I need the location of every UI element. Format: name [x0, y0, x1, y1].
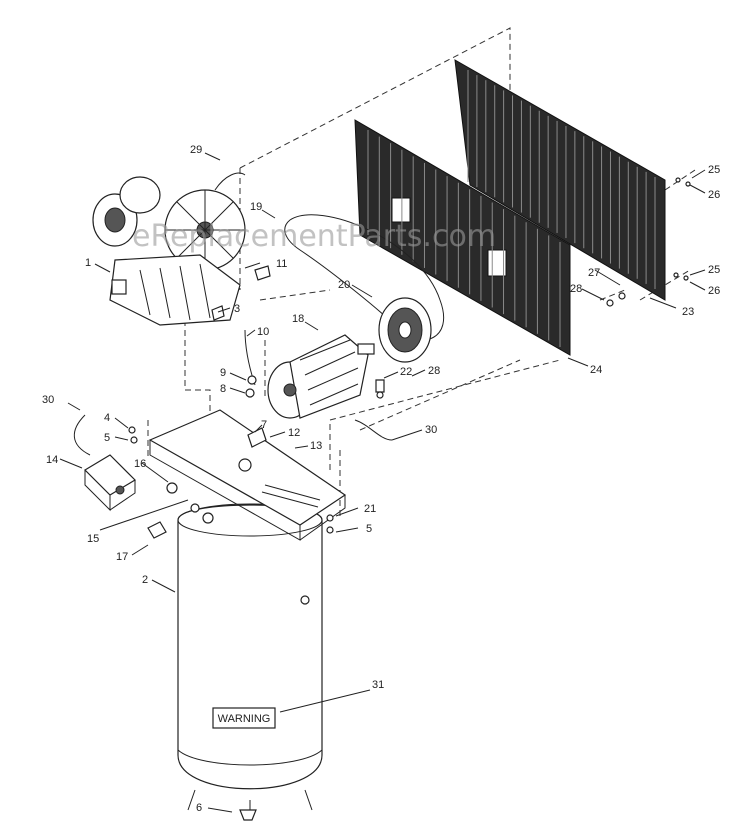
electric-motor [267, 334, 375, 419]
pump-assembly [92, 176, 246, 326]
power-cord-right [354, 419, 393, 441]
callout-8: 8 [220, 383, 226, 395]
callout-10: 10 [257, 326, 269, 338]
callout-17: 17 [116, 551, 128, 563]
belt-guard-front-panel [354, 119, 571, 356]
callout-2: 2 [142, 574, 148, 586]
callout-21: 21 [364, 503, 376, 515]
callout-29: 29 [190, 144, 202, 156]
callout-6: 6 [196, 802, 202, 814]
warning-decal: WARNING [212, 707, 276, 729]
warning-label: WARNING [218, 713, 271, 725]
callout-25-upper: 25 [708, 164, 720, 176]
callout-5-right: 5 [366, 523, 372, 535]
callout-23: 23 [682, 306, 694, 318]
hardware-fittings [128, 177, 691, 821]
callout-15: 15 [87, 533, 99, 545]
callout-30-left: 30 [42, 394, 54, 406]
callout-9: 9 [220, 367, 226, 379]
callout-12: 12 [288, 427, 300, 439]
callout-25-lower: 25 [708, 264, 720, 276]
callout-28-lower: 28 [570, 283, 582, 295]
callout-31: 31 [372, 679, 384, 691]
callout-24: 24 [590, 364, 602, 376]
watermark-text: eReplacementParts.com [132, 219, 496, 254]
breather-tube [214, 172, 246, 191]
assembly-guide-lines [147, 27, 696, 520]
callout-7: 7 [261, 419, 267, 431]
callout-13: 13 [310, 440, 322, 452]
callout-26-upper: 26 [708, 189, 720, 201]
callout-18: 18 [292, 313, 304, 325]
guard-window-left [391, 197, 411, 223]
air-tank [177, 503, 323, 815]
motor-pulley [378, 297, 432, 363]
callout-1: 1 [85, 257, 91, 269]
callout-16: 16 [134, 458, 146, 470]
part-callouts: 29 19 1 11 3 20 18 10 9 8 22 28 30 4 5 7… [42, 144, 720, 814]
power-cord-left [73, 414, 91, 456]
callout-19: 19 [250, 201, 262, 213]
callout-30-right: 30 [425, 424, 437, 436]
callout-27: 27 [588, 267, 600, 279]
callout-28-upper: 28 [428, 365, 440, 377]
callout-4: 4 [104, 412, 110, 424]
callout-22: 22 [400, 366, 412, 378]
callout-11: 11 [276, 258, 287, 270]
pressure-switch [84, 454, 136, 512]
callout-5-left: 5 [104, 432, 110, 444]
callout-26-lower: 26 [708, 285, 720, 297]
callout-20: 20 [338, 279, 350, 291]
callout-leader-lines [59, 152, 706, 813]
callout-3: 3 [234, 303, 240, 315]
tank-saddle-plate [148, 409, 347, 541]
callout-14: 14 [46, 454, 58, 466]
belt-guard-back-panel [454, 59, 666, 301]
